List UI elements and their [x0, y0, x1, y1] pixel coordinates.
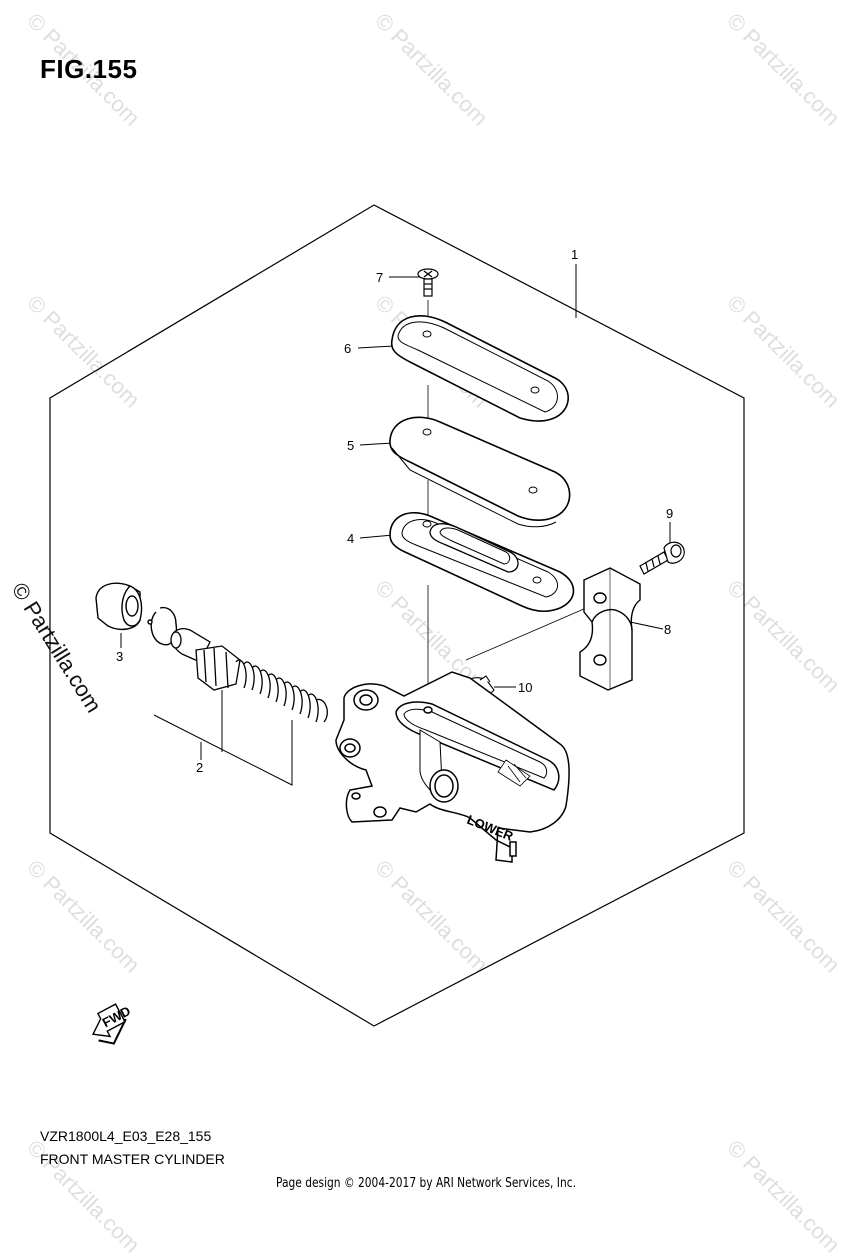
piston-set-part-2: [170, 628, 241, 691]
diaphragm-part-4: [389, 511, 575, 612]
assembly-outline: [49, 204, 745, 1027]
callout-6: 6: [344, 341, 351, 356]
model-code: VZR1800L4_E03_E28_155: [40, 1128, 212, 1144]
callout-3: 3: [116, 649, 123, 664]
callout-5: 5: [347, 438, 354, 453]
screw-part-7: [417, 268, 439, 297]
master-cylinder-body-part-1: [335, 671, 570, 863]
callout-7: 7: [376, 270, 383, 285]
bolt-part-9: [639, 541, 685, 575]
copyright-footer: Page design © 2004-2017 by ARI Network S…: [276, 1176, 576, 1191]
callout-1: 1: [571, 247, 578, 262]
boot-part-3: [95, 582, 143, 631]
callout-9: 9: [666, 506, 673, 521]
clamp-part-8: [579, 567, 641, 691]
plate-part-5: [389, 416, 571, 528]
callout-10: 10: [518, 680, 532, 695]
spring: [235, 659, 328, 723]
callout-2: 2: [196, 760, 203, 775]
forward-direction-arrow: FWD: [91, 1003, 133, 1045]
callout-8: 8: [664, 622, 671, 637]
exploded-parts-diagram: LOWER FWD 1 2 3 4 5 6 7 8 9 10: [49, 204, 745, 1045]
figure-title: FIG.155: [40, 54, 138, 84]
callout-4: 4: [347, 531, 354, 546]
diagram-name: FRONT MASTER CYLINDER: [40, 1151, 225, 1167]
reservoir-cap-part-6: [390, 314, 570, 422]
leader-lines: [120, 264, 671, 786]
